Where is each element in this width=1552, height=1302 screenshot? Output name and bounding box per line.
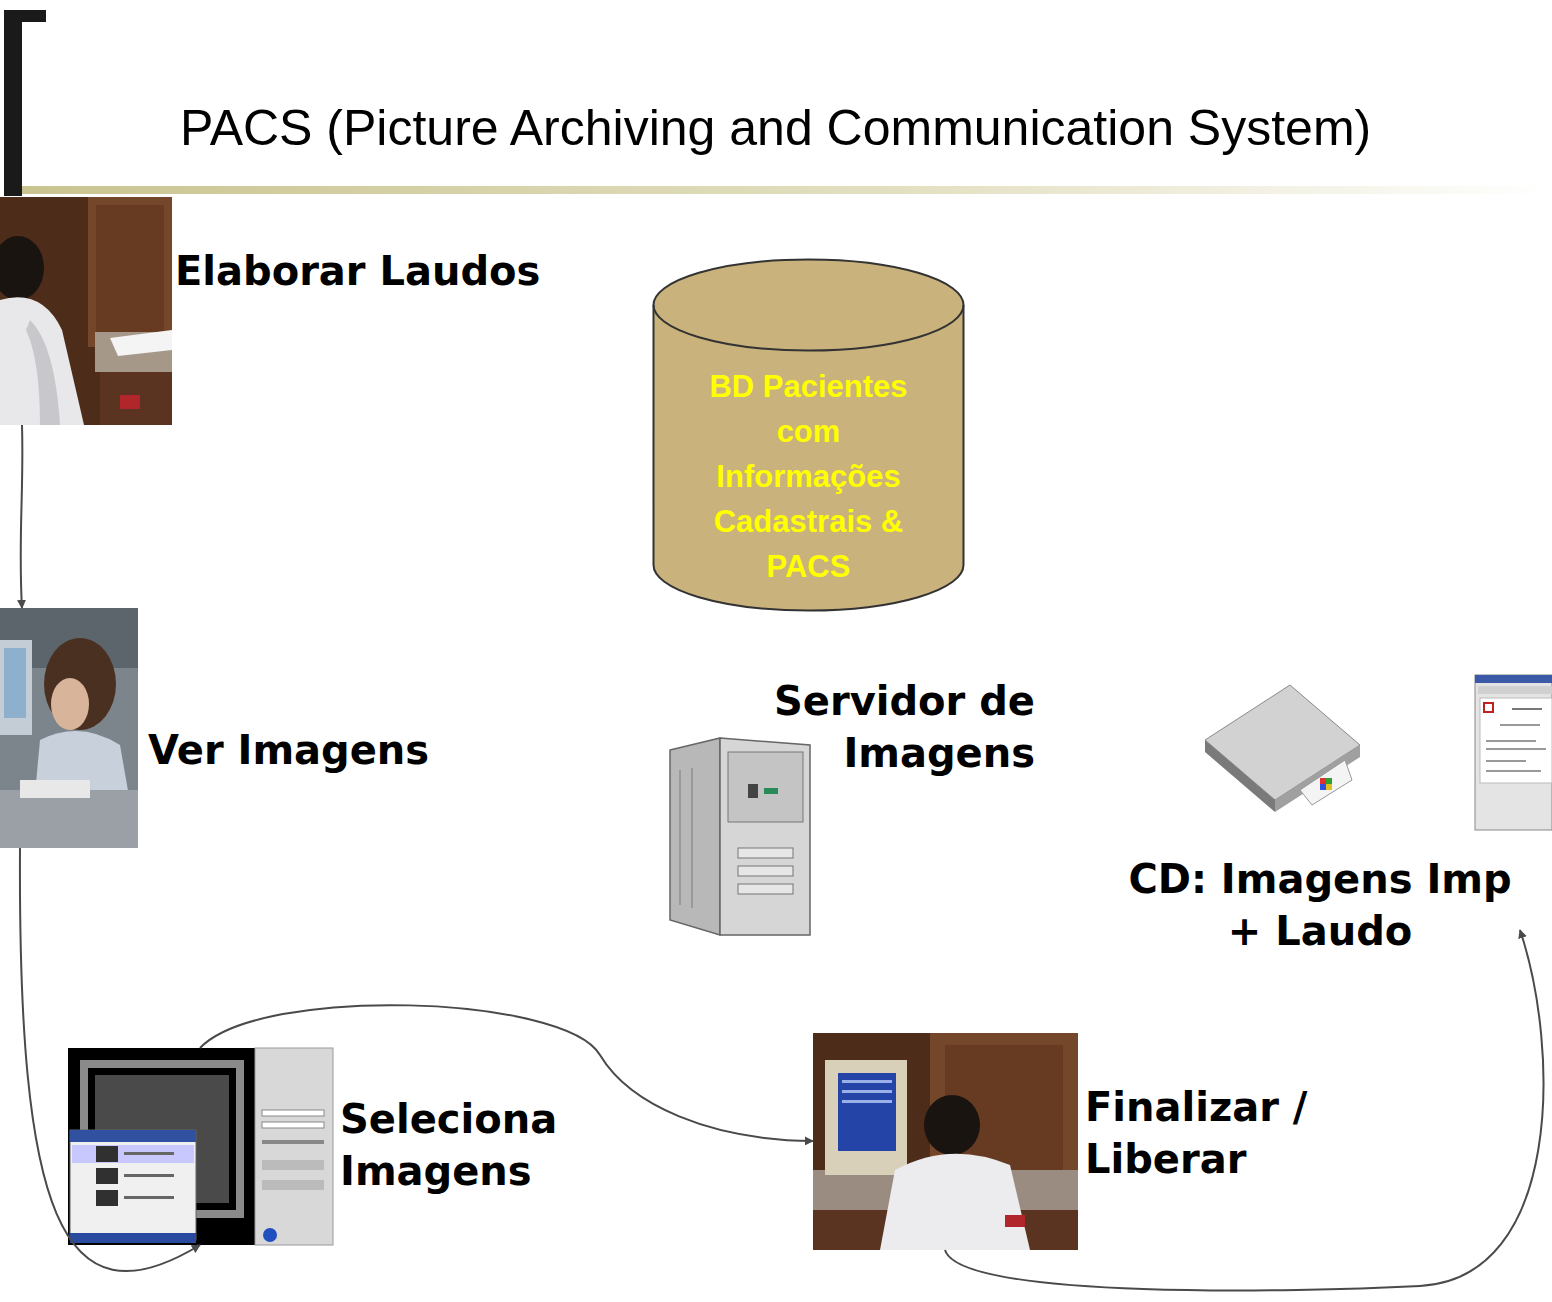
step-label: Finalizar / Liberar xyxy=(1085,1081,1375,1185)
database-cylinder: BD Pacientes com Informações Cadastrais … xyxy=(652,258,965,612)
workstation-photo xyxy=(813,1033,1078,1250)
step-label: CD: Imagens Imp + Laudo xyxy=(1120,853,1520,957)
flow-arrow xyxy=(21,425,23,608)
step-label: Elaborar Laudos xyxy=(175,245,540,297)
step-label: Ver Imagens xyxy=(148,724,429,776)
task-step: Elaborar Laudos xyxy=(0,197,600,425)
slide-bracket xyxy=(4,10,46,196)
doctor-photo xyxy=(0,197,172,425)
step-label: Servidor de Imagens xyxy=(688,675,1035,779)
task-step: Finalizar / Liberar xyxy=(813,1033,1383,1250)
task-step: Ver Imagens xyxy=(0,608,480,848)
cd-drive-icon xyxy=(1205,685,1360,812)
step-label: Seleciona Imagens xyxy=(340,1093,600,1197)
slide-title: PACS (Picture Archiving and Communicatio… xyxy=(180,98,1371,158)
server-icon xyxy=(670,738,810,935)
database-label: BD Pacientes com Informações Cadastrais … xyxy=(693,364,924,589)
flow-arrow xyxy=(20,848,200,1271)
cylinder-body xyxy=(654,260,964,611)
cylinder-rim xyxy=(654,305,964,351)
report-screenshot xyxy=(1475,675,1552,830)
server-node: Servidor de Imagens xyxy=(668,675,1041,940)
output-node: CD: Imagens Imp + Laudo xyxy=(1120,675,1526,975)
task-step: Seleciona Imagens xyxy=(68,1048,606,1245)
radiologist-photo xyxy=(0,608,138,848)
title-rule xyxy=(22,186,1552,194)
flow-arrow xyxy=(945,930,1543,1290)
viewer-screenshot xyxy=(68,1048,333,1245)
